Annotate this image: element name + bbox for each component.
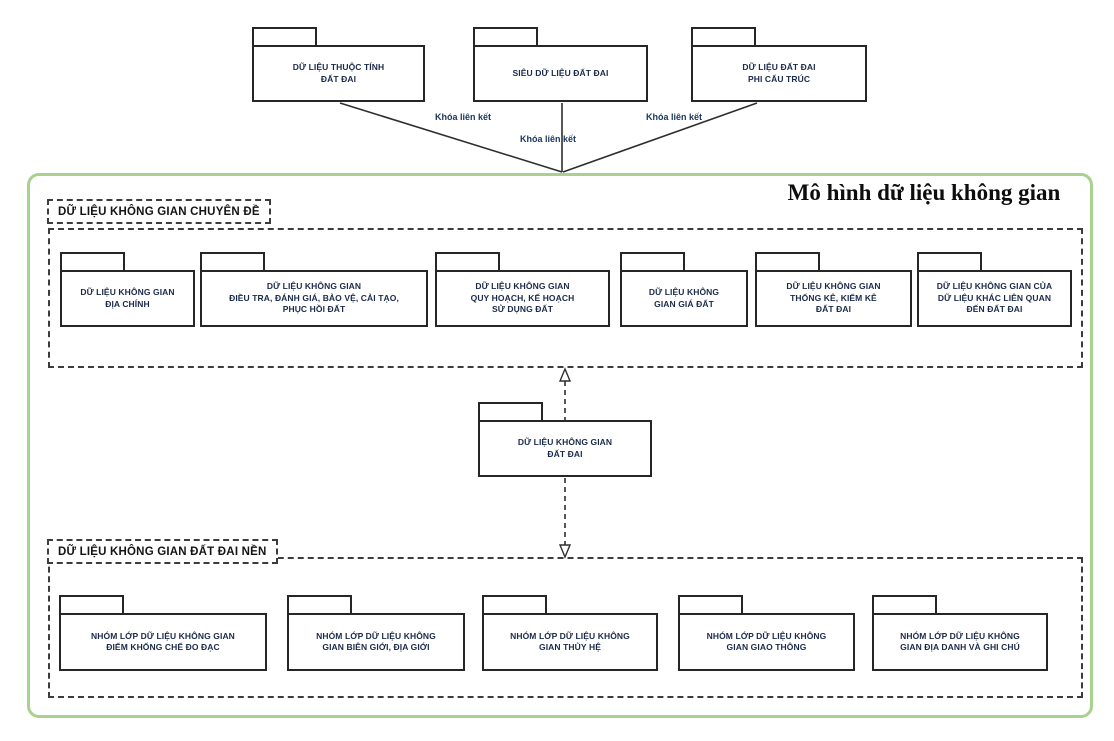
folder-hydrography: NHÓM LỚP DỮ LIỆU KHÔNG GIAN THỦY HỆ [482, 595, 658, 671]
folder-label: DỮ LIỆU KHÔNG GIAN CỦA DỮ LIỆU KHÁC LIÊN… [936, 281, 1053, 315]
folder-label: DỮ LIỆU KHÔNG GIAN ĐẤT ĐAI [517, 437, 613, 459]
link-key-label-middle: Khóa liên kết [519, 134, 576, 144]
folder-tab [678, 595, 743, 615]
folder-label: DỮ LIỆU KHÔNG GIAN QUY HOẠCH, KẾ HOẠCH S… [470, 281, 575, 315]
folder-tab [473, 27, 538, 47]
folder-landuse-planning: DỮ LIỆU KHÔNG GIAN QUY HOẠCH, KẾ HOẠCH S… [435, 252, 610, 327]
folder-tab [755, 252, 820, 272]
folder-tab [691, 27, 756, 47]
folder-control-points: NHÓM LỚP DỮ LIỆU KHÔNG GIAN ĐIỂM KHỐNG C… [59, 595, 267, 671]
link-key-label-right: Khóa liên kết [645, 112, 702, 122]
folder-unstructured-data: DỮ LIỆU ĐẤT ĐAI PHI CẤU TRÚC [691, 27, 867, 102]
folder-label: DỮ LIỆU ĐẤT ĐAI PHI CẤU TRÚC [742, 62, 816, 84]
folder-boundaries: NHÓM LỚP DỮ LIỆU KHÔNG GIAN BIÊN GIỚI, Đ… [287, 595, 465, 671]
folder-label: DỮ LIỆU THUỘC TÍNH ĐẤT ĐAI [292, 62, 385, 84]
thematic-group-label: DỮ LIỆU KHÔNG GIAN CHUYÊN ĐỀ [47, 199, 271, 224]
folder-label: NHÓM LỚP DỮ LIỆU KHÔNG GIAN GIAO THÔNG [706, 630, 827, 652]
folder-land-spatial-data: DỮ LIỆU KHÔNG GIAN ĐẤT ĐAI [478, 402, 652, 477]
folder-cadastral: DỮ LIỆU KHÔNG GIAN ĐỊA CHÍNH [60, 252, 195, 327]
folder-label: DỮ LIỆU KHÔNG GIAN ĐIỀU TRA, ĐÁNH GIÁ, B… [229, 281, 399, 315]
folder-tab [60, 252, 125, 272]
folder-tab [917, 252, 982, 272]
thematic-group-box [48, 228, 1083, 368]
folder-tab [287, 595, 352, 615]
folder-tab [200, 252, 265, 272]
folder-attribute-data: DỮ LIỆU THUỘC TÍNH ĐẤT ĐAI [252, 27, 425, 102]
folder-tab [435, 252, 500, 272]
folder-label: SIÊU DỮ LIỆU ĐẤT ĐAI [512, 67, 609, 78]
folder-statistics-inventory: DỮ LIỆU KHÔNG GIAN THỐNG KÊ, KIỂM KÊ ĐẤT… [755, 252, 912, 327]
folder-label: DỮ LIỆU KHÔNG GIAN GIÁ ĐẤT [648, 287, 720, 309]
folder-other-related-data: DỮ LIỆU KHÔNG GIAN CỦA DỮ LIỆU KHÁC LIÊN… [917, 252, 1072, 327]
folder-tab [620, 252, 685, 272]
folder-tab [482, 595, 547, 615]
folder-transportation: NHÓM LỚP DỮ LIỆU KHÔNG GIAN GIAO THÔNG [678, 595, 855, 671]
folder-label: NHÓM LỚP DỮ LIỆU KHÔNG GIAN THỦY HỆ [510, 630, 630, 652]
folder-label: DỮ LIỆU KHÔNG GIAN THỐNG KÊ, KIỂM KÊ ĐẤT… [786, 281, 881, 315]
folder-tab [872, 595, 937, 615]
folder-tab [59, 595, 124, 615]
folder-land-price: DỮ LIỆU KHÔNG GIAN GIÁ ĐẤT [620, 252, 748, 327]
folder-tab [252, 27, 317, 47]
folder-label: NHÓM LỚP DỮ LIỆU KHÔNG GIAN BIÊN GIỚI, Đ… [316, 630, 436, 652]
folder-tab [478, 402, 543, 422]
folder-label: DỮ LIỆU KHÔNG GIAN ĐỊA CHÍNH [80, 287, 175, 309]
folder-survey-assessment: DỮ LIỆU KHÔNG GIAN ĐIỀU TRA, ĐÁNH GIÁ, B… [200, 252, 428, 327]
link-key-label-left: Khóa liên kết [434, 112, 491, 122]
folder-label: NHÓM LỚP DỮ LIỆU KHÔNG GIAN ĐIỂM KHỐNG C… [91, 630, 235, 652]
folder-label: NHÓM LỚP DỮ LIỆU KHÔNG GIAN ĐỊA DANH VÀ … [900, 630, 1020, 652]
diagram-title: Mô hình dữ liệu không gian [787, 180, 1061, 205]
folder-placenames-annotations: NHÓM LỚP DỮ LIỆU KHÔNG GIAN ĐỊA DANH VÀ … [872, 595, 1048, 671]
folder-metadata: SIÊU DỮ LIỆU ĐẤT ĐAI [473, 27, 648, 102]
base-group-label: DỮ LIỆU KHÔNG GIAN ĐẤT ĐAI NỀN [47, 539, 278, 564]
